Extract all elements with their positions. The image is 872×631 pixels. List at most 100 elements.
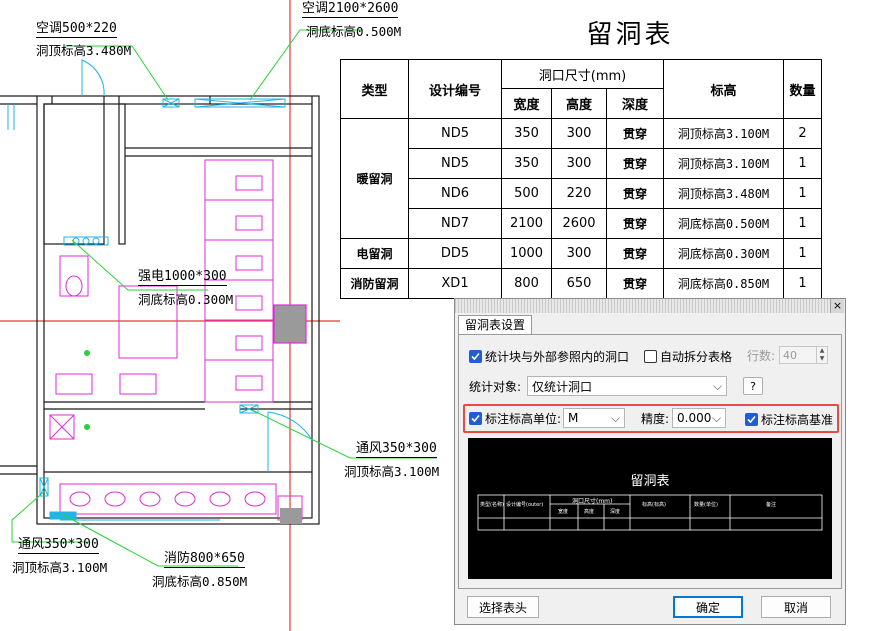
- annotation-ac-2100-size: 空调2100*2600: [302, 1, 399, 18]
- cell-code: XD1: [408, 268, 502, 299]
- annotation-vent-left-size: 通风350*300: [18, 537, 99, 554]
- annotation-ac-2100-elev: 洞底标高0.500M: [306, 24, 402, 39]
- precision-label: 精度:: [641, 411, 670, 426]
- cell-depth: 贯穿: [606, 148, 664, 179]
- cell-height: 300: [551, 118, 607, 149]
- unit-checkbox[interactable]: [469, 411, 482, 425]
- cell-code: ND6: [408, 178, 502, 209]
- preview-title: 留洞表: [630, 474, 670, 489]
- cell-depth: 贯穿: [606, 178, 664, 209]
- preview-header-type: 类型(名称): [480, 502, 504, 508]
- cell-type: 电留洞: [340, 238, 409, 269]
- unit-select[interactable]: M ⌵: [563, 408, 626, 428]
- auto-split-label: 自动拆分表格: [660, 350, 733, 364]
- preview-header-elevation: 标高(标高): [642, 502, 666, 508]
- cell-height: 300: [551, 148, 607, 179]
- cell-height: 220: [551, 178, 607, 209]
- cancel-button[interactable]: 取消: [761, 596, 831, 618]
- base-checkbox[interactable]: [745, 413, 758, 426]
- annotation-fire-elev: 洞底标高0.850M: [152, 574, 248, 589]
- count-external-label: 统计块与外部参照内的洞口: [485, 350, 630, 364]
- spin-arrows-icon[interactable]: ▲▼: [816, 347, 827, 363]
- annotation-vent-right-elev: 洞顶标高3.100M: [344, 464, 440, 479]
- cell-elevation: 洞顶标高3.100M: [663, 148, 784, 179]
- cell-elevation: 洞底标高0.850M: [663, 268, 784, 299]
- cell-quantity: 1: [783, 148, 822, 179]
- cell-code: DD5: [408, 238, 502, 269]
- header-size-group: 洞口尺寸(mm): [501, 59, 664, 89]
- rows-label: 行数:: [747, 348, 776, 363]
- auto-split-checkbox[interactable]: [644, 350, 657, 363]
- precision-value: 0.000: [677, 411, 712, 425]
- ok-button[interactable]: 确定: [673, 596, 743, 618]
- help-button[interactable]: ?: [743, 377, 764, 395]
- cell-width: 500: [501, 178, 552, 209]
- base-label: 标注标高基准: [761, 413, 834, 427]
- cell-height: 2600: [551, 208, 607, 239]
- header-height: 高度: [551, 88, 607, 119]
- annotation-vent-left-elev: 洞顶标高3.100M: [12, 560, 108, 575]
- annotation-fire-size: 消防800*650: [164, 551, 245, 568]
- select-header-button[interactable]: 选择表头: [467, 596, 539, 618]
- table-preview: 留洞表 类型(名称) 设计编号(outer) 洞口尺寸(mm) 宽度: [468, 438, 832, 579]
- cell-width: 350: [501, 118, 552, 149]
- close-button[interactable]: ×: [830, 299, 844, 313]
- chevron-down-icon: ⌵: [711, 410, 722, 425]
- cell-code: ND5: [408, 118, 502, 149]
- cell-depth: 贯穿: [606, 268, 664, 299]
- stat-target-value: 仅统计洞口: [532, 379, 593, 394]
- unit-settings-highlight: [463, 404, 839, 433]
- table-row: 电留洞 DD5 1000 300 贯穿 洞底标高0.300M 1: [340, 238, 822, 269]
- cell-quantity: 2: [783, 118, 822, 149]
- cell-width: 1000: [501, 238, 552, 269]
- cell-depth: 贯穿: [606, 238, 664, 269]
- cell-type: 消防留洞: [340, 268, 409, 299]
- annotation-power-size: 强电1000*300: [138, 269, 227, 286]
- cell-elevation: 洞底标高0.300M: [663, 238, 784, 269]
- hole-table: 类型 设计编号 洞口尺寸(mm) 标高 数量 宽度 高度 深度 暖留洞 ND5 …: [340, 59, 822, 299]
- hole-table-settings-dialog: × 留洞表设置 统计块与外部参照内的洞口 自动拆分表格 行数: 40 ▲▼ 统计…: [454, 298, 846, 625]
- annotation-ac-500-size: 空调500*220: [36, 21, 117, 38]
- cell-height: 300: [551, 238, 607, 269]
- chevron-down-icon: ⌵: [712, 378, 723, 393]
- stat-target-label: 统计对象:: [469, 379, 522, 394]
- preview-header-depth: 深度: [610, 509, 621, 515]
- header-elevation: 标高: [663, 59, 784, 119]
- table-row: ND6 500 220 贯穿 洞顶标高3.480M 1: [341, 178, 822, 209]
- rows-value: 40: [783, 348, 798, 362]
- cell-code: ND7: [408, 208, 502, 239]
- table-row: 暖留洞 ND5 350 300 贯穿 洞顶标高3.100M 2: [340, 118, 822, 239]
- cell-height: 650: [551, 268, 607, 299]
- cell-width: 800: [501, 268, 552, 299]
- header-type: 类型: [340, 59, 409, 119]
- unit-value: M: [568, 411, 579, 425]
- cell-elevation: 洞顶标高3.100M: [663, 118, 784, 149]
- count-external-checkbox[interactable]: [469, 350, 482, 363]
- header-width: 宽度: [501, 88, 552, 119]
- cell-elevation: 洞顶标高3.480M: [663, 178, 784, 209]
- table-row: ND5 350 300 贯穿 洞顶标高3.100M 1: [341, 148, 822, 179]
- annotation-ac-500-elev: 洞顶标高3.480M: [36, 43, 132, 58]
- preview-header-size: 洞口尺寸(mm): [572, 498, 613, 505]
- precision-select[interactable]: 0.000 ⌵: [672, 408, 727, 428]
- header-code: 设计编号: [408, 59, 502, 119]
- chevron-down-icon: ⌵: [610, 410, 621, 425]
- table-row: ND7 2100 2600 贯穿 洞底标高0.500M 1: [341, 208, 822, 239]
- cell-quantity: 1: [783, 268, 822, 299]
- stat-target-select[interactable]: 仅统计洞口 ⌵: [527, 376, 728, 396]
- table-row: 消防留洞 XD1 800 650 贯穿 洞底标高0.850M 1: [340, 268, 822, 299]
- cell-quantity: 1: [783, 178, 822, 209]
- cell-depth: 贯穿: [606, 208, 664, 239]
- preview-header-code: 设计编号(outer): [506, 502, 544, 508]
- rows-stepper[interactable]: 40 ▲▼: [779, 346, 829, 364]
- annotation-vent-right-size: 通风350*300: [356, 441, 437, 458]
- cell-quantity: 1: [783, 208, 822, 239]
- preview-header-width: 宽度: [558, 509, 569, 515]
- header-depth: 深度: [606, 88, 664, 119]
- cell-elevation: 洞底标高0.500M: [663, 208, 784, 239]
- dialog-titlebar[interactable]: ×: [455, 299, 845, 313]
- cell-type: 暖留洞: [340, 118, 409, 239]
- annotation-power-elev: 洞底标高0.300M: [138, 292, 234, 307]
- tab-hole-table-settings[interactable]: 留洞表设置: [458, 315, 533, 335]
